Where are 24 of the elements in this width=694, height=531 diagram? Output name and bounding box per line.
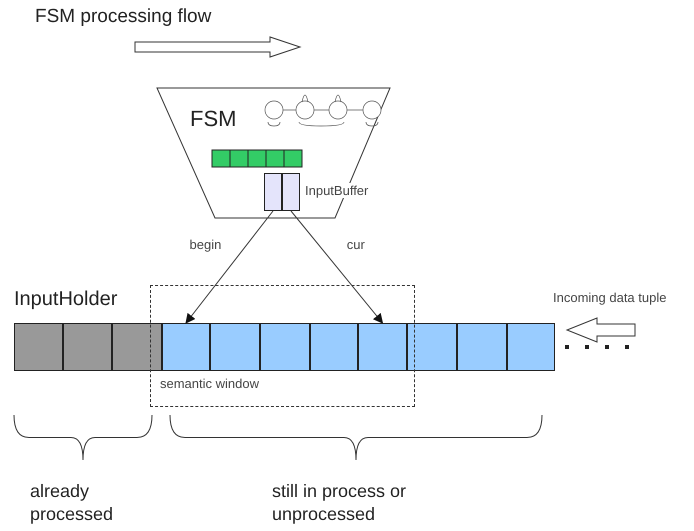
edge-label: begin bbox=[188, 237, 224, 252]
buffer-cell bbox=[282, 173, 300, 211]
holder-cell bbox=[63, 323, 112, 371]
unprocessed-label: still in process or unprocessed bbox=[272, 480, 408, 526]
processed-label: already processed bbox=[30, 480, 114, 526]
holder-cell bbox=[310, 323, 358, 371]
holder-cell bbox=[14, 323, 63, 371]
holder-cell bbox=[112, 323, 162, 371]
holder-label: InputHolder bbox=[14, 288, 118, 311]
holder-cell bbox=[358, 323, 407, 371]
buffer-cell bbox=[264, 173, 282, 211]
arrow bbox=[185, 210, 274, 324]
holder-cell bbox=[260, 323, 310, 371]
diagram-title: FSM processing flow bbox=[35, 6, 212, 28]
holder-cell bbox=[210, 323, 260, 371]
holder-cell bbox=[507, 323, 555, 371]
incoming-label: Incoming data tuple bbox=[553, 290, 666, 305]
holder-cell bbox=[162, 323, 210, 371]
holder-cell bbox=[407, 323, 457, 371]
buffer-label: InputBuffer bbox=[305, 183, 368, 198]
arrow bbox=[290, 210, 384, 324]
fsm-label: FSM bbox=[190, 106, 236, 132]
holder-cell bbox=[457, 323, 507, 371]
window-label: semantic window bbox=[160, 376, 259, 391]
